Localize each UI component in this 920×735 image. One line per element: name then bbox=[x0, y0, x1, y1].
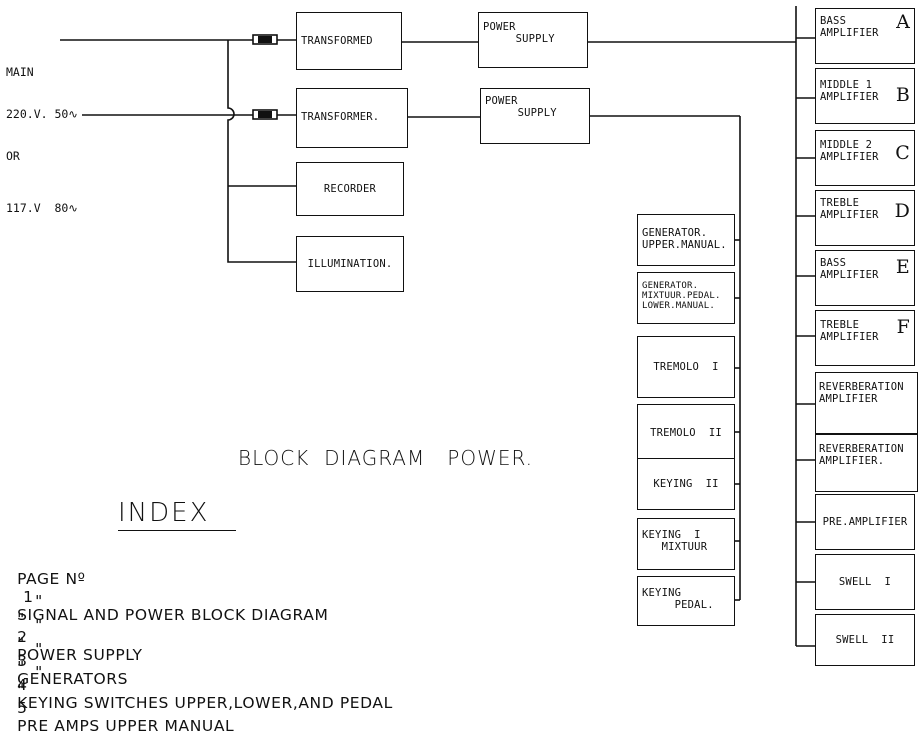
reverberation-amplifier-block-2: REVERBERATION AMPLIFIER. bbox=[815, 434, 918, 492]
block-label: GENERATOR. UPPER.MANUAL. bbox=[642, 227, 727, 251]
amplifier-block-f: TREBLE AMPLIFIER F bbox=[815, 310, 915, 366]
block-label: KEYING II bbox=[653, 478, 719, 490]
block-label: RECORDER bbox=[323, 183, 377, 195]
amplifier-block-d: TREBLE AMPLIFIER D bbox=[815, 190, 915, 246]
block-label: MIDDLE 1 AMPLIFIER bbox=[820, 79, 879, 103]
block-label: BASS AMPLIFIER bbox=[820, 257, 879, 281]
block-letter: D bbox=[894, 200, 910, 222]
generator-upper-block: GENERATOR. UPPER.MANUAL. bbox=[637, 214, 735, 266]
block-label: REVERBERATION AMPLIFIER. bbox=[819, 443, 904, 467]
index-ditto: " bbox=[35, 616, 43, 634]
recorder-block: RECORDER bbox=[296, 162, 404, 216]
index-entry-text: POWER SUPPLY bbox=[17, 646, 143, 664]
mains-input-label: MAIN 220.V. 50∿ OR 117.V 80∿ bbox=[6, 37, 78, 229]
block-label: GENERATOR. MIXTUUR.PEDAL. LOWER.MANUAL. bbox=[642, 281, 721, 311]
amplifier-block-b: MIDDLE 1 AMPLIFIER B bbox=[815, 68, 915, 124]
fuse-icon bbox=[252, 109, 278, 120]
amplifier-block-a: BASS AMPLIFIER A bbox=[815, 8, 915, 64]
block-label: TRANSFORMER. bbox=[301, 111, 380, 123]
block-letter: C bbox=[895, 142, 910, 164]
index-ditto: " bbox=[17, 634, 25, 652]
keying-2-block: KEYING II bbox=[637, 458, 735, 510]
index-entry: " " 2 POWER SUPPLY bbox=[6, 574, 143, 664]
index-prefix: PAGE Nº bbox=[17, 570, 86, 588]
block-label: ILLUMINATION. bbox=[307, 258, 393, 270]
amplifier-block-c: MIDDLE 2 AMPLIFIER C bbox=[815, 130, 915, 186]
block-label: TREMOLO I bbox=[653, 361, 719, 373]
index-ditto: " bbox=[17, 610, 25, 628]
block-label: TREMOLO II bbox=[650, 427, 722, 439]
index-entry-text: SIGNAL AND POWER BLOCK DIAGRAM bbox=[17, 606, 329, 624]
index-ditto: " bbox=[35, 640, 43, 658]
index-ditto: " bbox=[17, 681, 25, 699]
reverberation-amplifier-block-1: REVERBERATION AMPLIFIER bbox=[815, 372, 918, 434]
mains-or: OR bbox=[6, 149, 20, 163]
generator-mixtuur-block: GENERATOR. MIXTUUR.PEDAL. LOWER.MANUAL. bbox=[637, 272, 735, 324]
block-label: TRANSFORMED bbox=[301, 35, 373, 47]
tremolo-1-block: TREMOLO I bbox=[637, 336, 735, 398]
illumination-block: ILLUMINATION. bbox=[296, 236, 404, 292]
block-label: REVERBERATION AMPLIFIER bbox=[819, 381, 904, 405]
block-label: POWER SUPPLY bbox=[485, 95, 557, 119]
index-entry-text: PRE AMPS UPPER MANUAL bbox=[17, 717, 235, 735]
block-label: BASS AMPLIFIER bbox=[820, 15, 879, 39]
block-label: TREBLE AMPLIFIER bbox=[820, 197, 879, 221]
block-label: PRE.AMPLIFIER bbox=[822, 516, 908, 528]
mains-label: MAIN bbox=[6, 65, 34, 79]
index-page-number: 5 bbox=[17, 699, 28, 717]
transformer-block-1: TRANSFORMED bbox=[296, 12, 402, 70]
amplifier-block-e: BASS AMPLIFIER E bbox=[815, 250, 915, 306]
transformer-block-2: TRANSFORMER. bbox=[296, 88, 408, 148]
block-label: KEYING PEDAL. bbox=[642, 587, 714, 611]
index-entry: PAGE Nº 1 SIGNAL AND POWER BLOCK DIAGRAM bbox=[6, 552, 328, 624]
swell-2-block: SWELL II bbox=[815, 614, 915, 666]
block-label: MIDDLE 2 AMPLIFIER bbox=[820, 139, 879, 163]
block-letter: A bbox=[896, 11, 910, 33]
pre-amplifier-block: PRE.AMPLIFIER bbox=[815, 494, 915, 550]
block-letter: E bbox=[895, 256, 910, 278]
index-page-number: 1 bbox=[23, 588, 34, 606]
tremolo-2-block: TREMOLO II bbox=[637, 404, 735, 462]
block-label: TREBLE AMPLIFIER bbox=[820, 319, 879, 343]
index-underline bbox=[118, 530, 236, 531]
index-title: INDEX bbox=[118, 498, 210, 528]
power-supply-block-2: POWER SUPPLY bbox=[480, 88, 590, 144]
index-page-number: 3 bbox=[17, 652, 28, 670]
index-entry: " " 5 PRE AMPS UPPER MANUAL bbox=[6, 645, 234, 735]
block-label: SWELL II bbox=[835, 634, 895, 646]
keying-1-mixtuur-block: KEYING I MIXTUUR bbox=[637, 518, 735, 570]
power-supply-block-1: POWER SUPPLY bbox=[478, 12, 588, 68]
mains-voltage-220: 220.V. 50∿ bbox=[6, 107, 78, 121]
swell-1-block: SWELL I bbox=[815, 554, 915, 610]
mains-voltage-117: 117.V 80∿ bbox=[6, 201, 78, 215]
block-label: POWER SUPPLY bbox=[483, 21, 555, 45]
wiring-diagram bbox=[60, 6, 815, 647]
block-letter: B bbox=[895, 84, 910, 106]
fuse-icon bbox=[252, 34, 278, 45]
diagram-title: BLOCK DIAGRAM POWER. bbox=[238, 446, 534, 470]
index-page-number: 2 bbox=[17, 628, 28, 646]
block-letter: F bbox=[896, 316, 910, 338]
block-label: SWELL I bbox=[838, 576, 892, 588]
keying-pedal-block: KEYING PEDAL. bbox=[637, 576, 735, 626]
index-ditto: " bbox=[35, 592, 43, 610]
block-label: KEYING I MIXTUUR bbox=[642, 529, 708, 553]
